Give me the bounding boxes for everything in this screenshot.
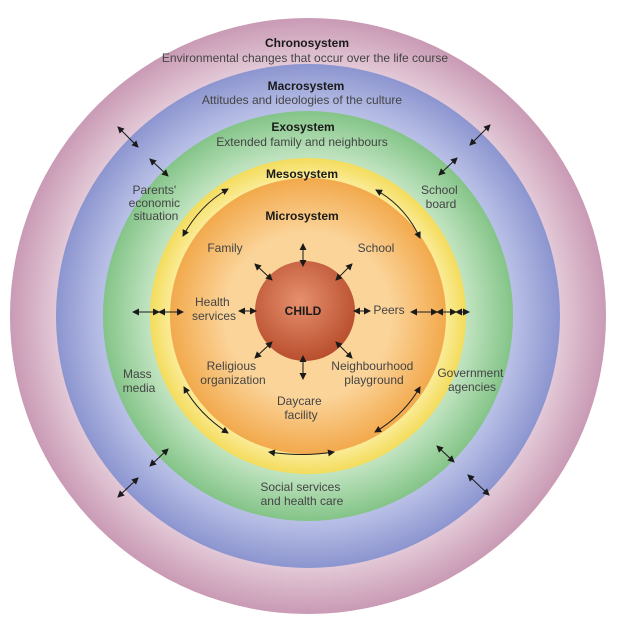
arrow-ul-outer — [117, 126, 139, 148]
social-line-1: Social services — [260, 480, 340, 494]
meso-arrow-bottom — [268, 449, 335, 457]
diagonal-arrows — [117, 124, 491, 498]
school-board-line-1: School — [421, 183, 458, 197]
meso-arrow-lower-left — [183, 386, 229, 434]
government-line-1: Government — [437, 366, 504, 380]
neighbourhood-playground-label: Neighbourhood playground — [331, 359, 416, 387]
arrow-child-upleft — [254, 263, 273, 281]
arrow-lr-inner — [436, 445, 455, 463]
religious-line-2: organization — [200, 373, 265, 387]
chronosystem-subtitle: Environmental changes that occur over th… — [162, 51, 448, 65]
religious-line-1: Religious — [207, 359, 256, 373]
health-services-label: Health services — [192, 295, 236, 323]
neighbourhood-line-1: Neighbourhood — [331, 359, 413, 373]
school-board-line-2: board — [426, 197, 457, 211]
chronosystem-title: Chronosystem — [265, 36, 349, 50]
social-line-2: and health care — [261, 494, 344, 508]
school-label: School — [358, 241, 395, 255]
arrow-ur-inner — [438, 157, 458, 176]
mass-media-line-2: media — [123, 381, 156, 395]
mass-media-label: Mass media — [123, 367, 156, 395]
mass-media-line-1: Mass — [123, 367, 152, 381]
peers-label: Peers — [373, 303, 404, 317]
government-line-2: agencies — [448, 380, 496, 394]
daycare-facility-label: Daycare facility — [277, 394, 325, 422]
arrow-ul-inner — [149, 158, 169, 177]
arrow-ll-inner — [149, 448, 169, 467]
arrow-lr-outer — [467, 474, 490, 496]
arrow-ur-outer — [469, 124, 491, 146]
arrow-child-downleft — [254, 341, 273, 359]
child-label: CHILD — [285, 304, 322, 318]
meso-arrow-upper-right — [375, 189, 421, 239]
arrow-ll-outer — [117, 477, 139, 498]
exosystem-title: Exosystem — [271, 120, 334, 134]
social-services-label: Social services and health care — [260, 480, 343, 508]
government-agencies-label: Government agencies — [437, 366, 506, 394]
child-radial-arrows — [238, 243, 371, 380]
arrow-child-downright — [335, 341, 353, 359]
parents-line-3: situation — [134, 209, 179, 223]
parents-line-1: Parents' — [133, 183, 177, 197]
health-line-2: services — [192, 309, 236, 323]
child-circle — [255, 261, 355, 361]
arrow-child-upright — [335, 263, 353, 281]
mesosystem-arrows — [182, 188, 421, 457]
mesosystem-title: Mesosystem — [266, 167, 338, 181]
parents-economic-label: Parents' economic situation — [129, 183, 184, 223]
macrosystem-title: Macrosystem — [268, 79, 345, 93]
school-board-label: School board — [421, 183, 461, 211]
meso-arrow-lower-right — [374, 386, 421, 433]
meso-arrow-upper-left — [182, 188, 229, 237]
neighbourhood-line-2: playground — [344, 373, 403, 387]
daycare-line-1: Daycare — [277, 394, 322, 408]
microsystem-title: Microsystem — [265, 209, 338, 223]
health-line-1: Health — [195, 295, 230, 309]
daycare-line-2: facility — [284, 408, 317, 422]
parents-line-2: economic — [129, 196, 180, 210]
exosystem-subtitle: Extended family and neighbours — [216, 135, 387, 149]
religious-organization-label: Religious organization — [200, 359, 265, 387]
macrosystem-subtitle: Attitudes and ideologies of the culture — [202, 93, 402, 107]
family-label: Family — [207, 241, 242, 255]
